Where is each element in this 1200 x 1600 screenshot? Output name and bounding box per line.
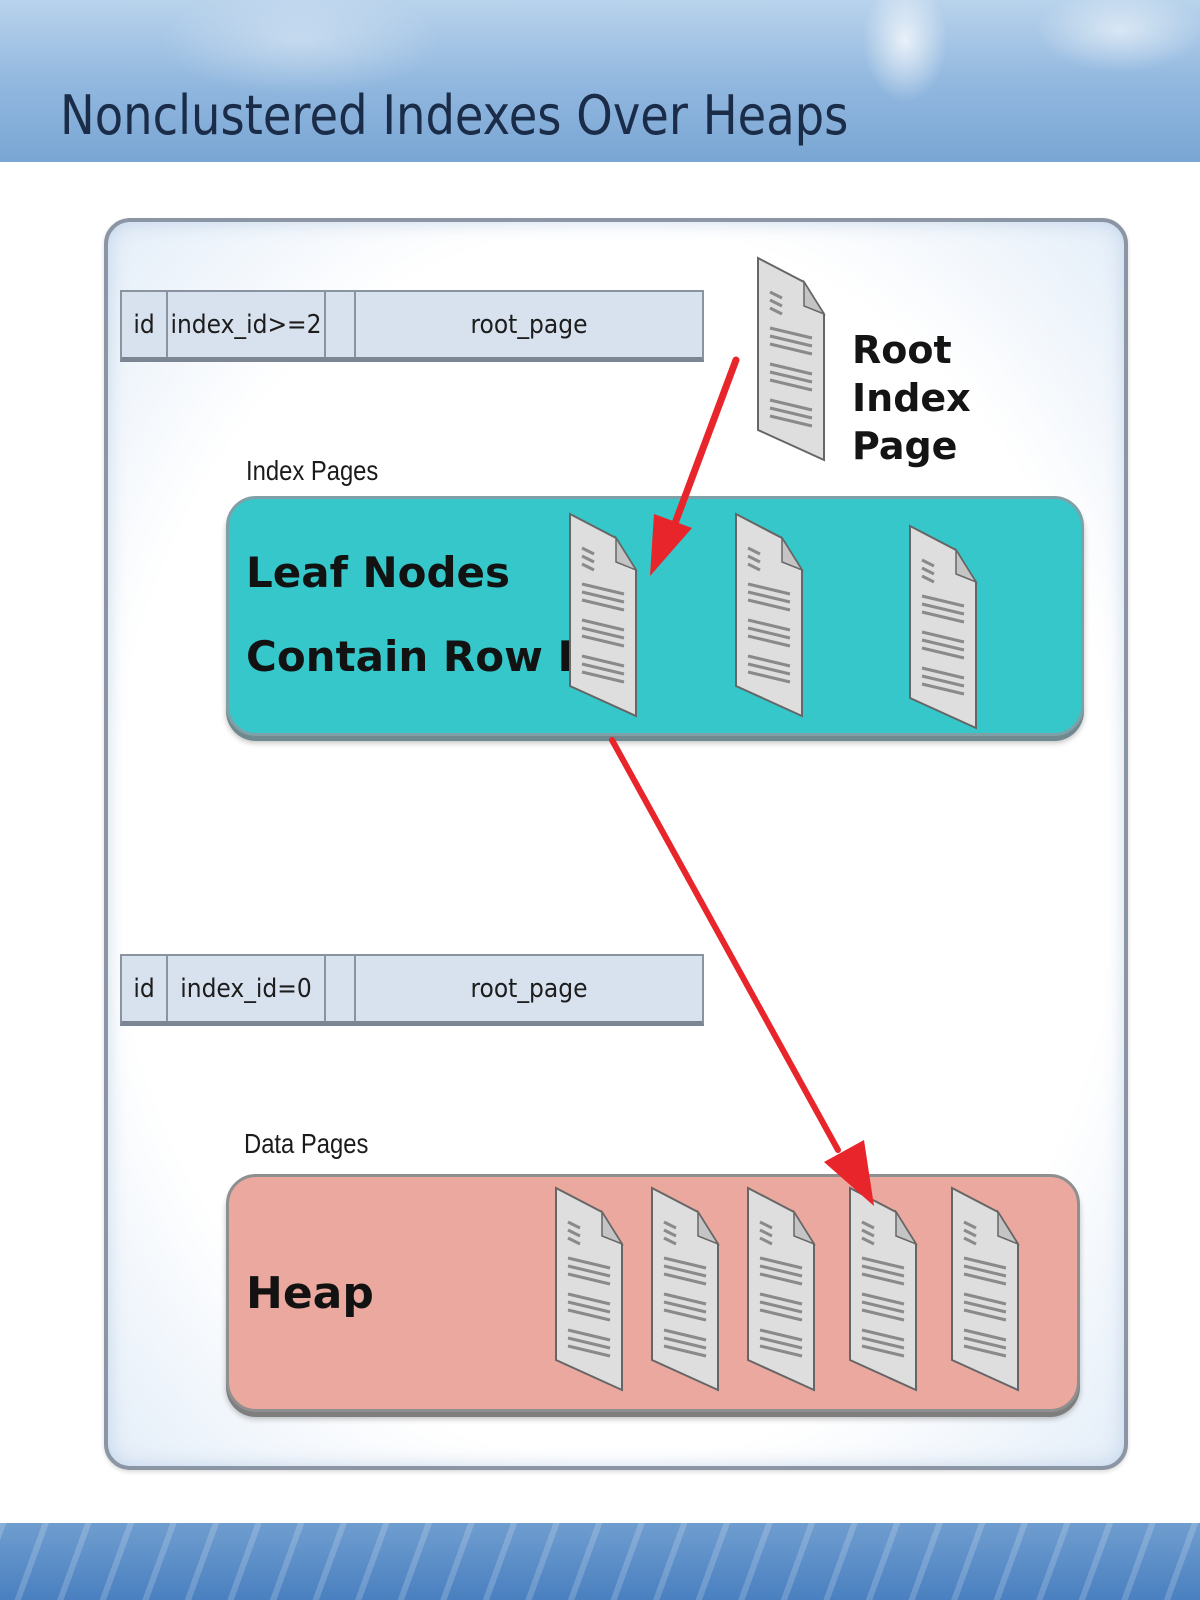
heap-entry-row: id index_id=0 root_page [120,954,704,1026]
index-entry-blank-cell [326,292,356,357]
index-entry-id-cell: id [122,292,168,357]
heap-text: Heap [246,1268,374,1319]
index-entry-row: id index_id>=2 root_page [120,290,704,362]
footer-band [0,1523,1200,1600]
leaf-page-icon [732,510,806,720]
leaf-nodes-text: Leaf Nodes [246,548,511,597]
root-index-page-icon [754,254,828,464]
heap-entry-blank-cell [326,956,356,1021]
heap-entry-indexid-cell: index_id=0 [168,956,326,1021]
leaf-page-icon [906,522,980,732]
data-page-icon [648,1184,722,1394]
data-page-icon [552,1184,626,1394]
index-pages-label: Index Pages [246,455,379,486]
data-pages-label: Data Pages [244,1128,369,1159]
data-page-icon [846,1184,920,1394]
heap-entry-id-cell: id [122,956,168,1021]
index-entry-rootpage-cell: root_page [470,309,588,340]
header-band [0,0,1200,162]
leaf-page-icon [566,510,640,720]
index-entry-indexid-cell: index_id>=2 [168,292,326,357]
data-page-icon [744,1184,818,1394]
data-page-icon [948,1184,1022,1394]
slide-title: Nonclustered Indexes Over Heaps [60,84,849,147]
root-index-page-label: Root Index Page [852,328,971,468]
contain-row-ids-text: Contain Row IDs [246,632,634,681]
heap-entry-rootpage-cell: root_page [470,973,588,1004]
